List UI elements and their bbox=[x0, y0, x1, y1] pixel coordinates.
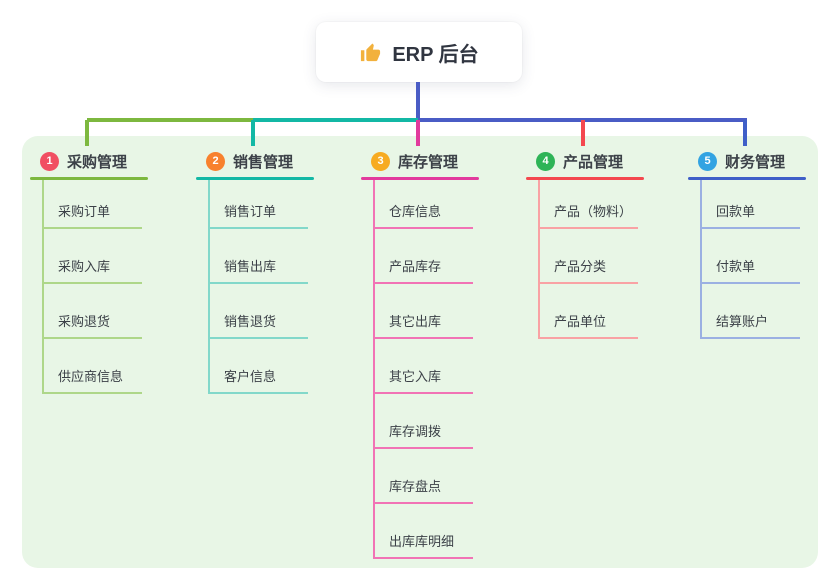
child-node[interactable]: 其它出库 bbox=[373, 313, 473, 339]
branch-number-badge: 3 bbox=[371, 151, 390, 171]
child-node[interactable]: 库存盘点 bbox=[373, 478, 473, 504]
thumbs-up-icon bbox=[359, 41, 382, 64]
branch-connector-line bbox=[373, 180, 375, 559]
child-node[interactable]: 其它入库 bbox=[373, 368, 473, 394]
branch-underline bbox=[361, 177, 479, 180]
branch-node-2[interactable]: 2 销售管理 bbox=[196, 148, 293, 174]
bus-left-outer bbox=[87, 118, 253, 122]
child-node[interactable]: 供应商信息 bbox=[42, 368, 142, 394]
branch-node-1[interactable]: 1 采购管理 bbox=[30, 148, 127, 174]
branch-label: 销售管理 bbox=[233, 153, 294, 171]
trunk-line bbox=[416, 82, 420, 120]
branch-connector-line bbox=[42, 180, 44, 394]
branch-node-3[interactable]: 3 库存管理 bbox=[361, 148, 458, 174]
child-node[interactable]: 销售订单 bbox=[208, 203, 308, 229]
child-node[interactable]: 采购退货 bbox=[42, 313, 142, 339]
branch-drop-line bbox=[416, 120, 420, 146]
branch-label: 采购管理 bbox=[67, 153, 128, 171]
branches-panel bbox=[22, 136, 818, 568]
child-node[interactable]: 出库库明细 bbox=[373, 533, 473, 559]
child-node[interactable]: 产品库存 bbox=[373, 258, 473, 284]
branch-drop-line bbox=[85, 120, 89, 146]
branch-connector-line bbox=[538, 180, 540, 339]
branch-drop-line bbox=[743, 120, 747, 146]
branch-underline bbox=[688, 177, 806, 180]
branch-drop-line bbox=[251, 120, 255, 146]
child-node[interactable]: 采购入库 bbox=[42, 258, 142, 284]
child-node[interactable]: 仓库信息 bbox=[373, 203, 473, 229]
child-node[interactable]: 产品分类 bbox=[538, 258, 638, 284]
child-node[interactable]: 采购订单 bbox=[42, 203, 142, 229]
child-node[interactable]: 销售退货 bbox=[208, 313, 308, 339]
branch-label: 库存管理 bbox=[398, 153, 459, 171]
child-node[interactable]: 库存调拨 bbox=[373, 423, 473, 449]
branch-underline bbox=[526, 177, 644, 180]
child-node[interactable]: 回款单 bbox=[700, 203, 800, 229]
branch-drop-line bbox=[581, 120, 585, 146]
branch-connector-line bbox=[700, 180, 702, 339]
branch-node-4[interactable]: 4 产品管理 bbox=[526, 148, 623, 174]
child-node[interactable]: 产品单位 bbox=[538, 313, 638, 339]
branch-label: 产品管理 bbox=[563, 153, 624, 171]
root-node[interactable]: ERP 后台 bbox=[316, 22, 522, 82]
branch-node-5[interactable]: 5 财务管理 bbox=[688, 148, 785, 174]
child-node[interactable]: 付款单 bbox=[700, 258, 800, 284]
branch-underline bbox=[196, 177, 314, 180]
branch-number-badge: 5 bbox=[698, 151, 717, 171]
branch-connector-line bbox=[208, 180, 210, 394]
bus-left-inner bbox=[253, 118, 418, 122]
child-node[interactable]: 产品（物料） bbox=[538, 203, 639, 229]
root-title: ERP 后台 bbox=[392, 43, 479, 66]
child-node[interactable]: 销售出库 bbox=[208, 258, 308, 284]
branch-number-badge: 4 bbox=[536, 151, 555, 171]
branch-underline bbox=[30, 177, 148, 180]
branch-number-badge: 1 bbox=[40, 151, 59, 171]
child-node[interactable]: 客户信息 bbox=[208, 368, 308, 394]
branch-number-badge: 2 bbox=[206, 151, 225, 171]
branch-label: 财务管理 bbox=[725, 153, 786, 171]
child-node[interactable]: 结算账户 bbox=[700, 313, 800, 339]
